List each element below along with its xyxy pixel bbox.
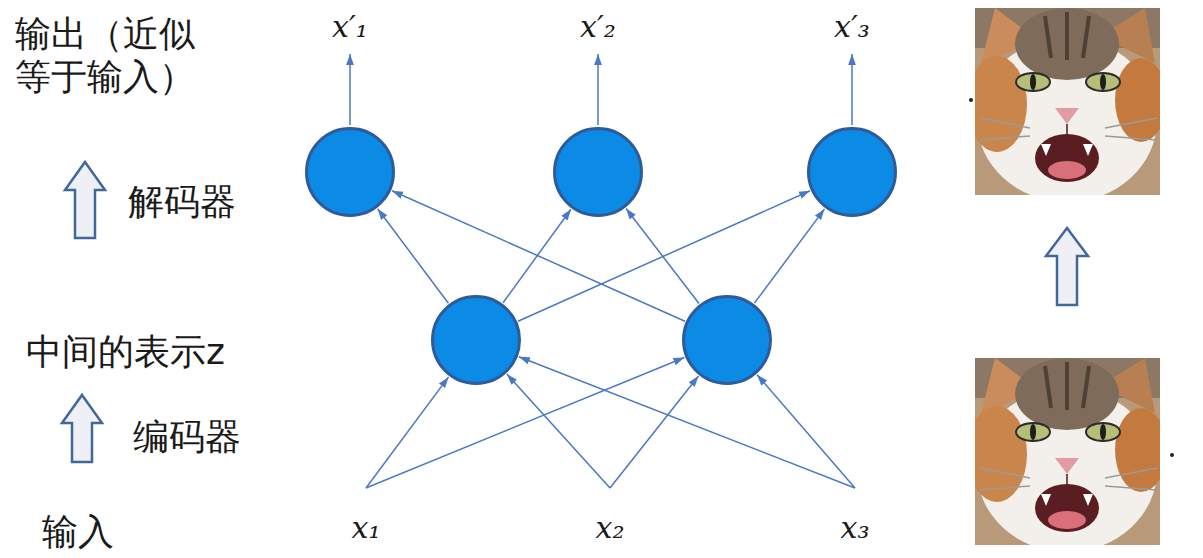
input-variable: x₁ — [352, 510, 381, 546]
up-arrow — [62, 395, 102, 462]
neuron-circle — [682, 295, 772, 385]
output-variable: x′₃ — [834, 9, 870, 45]
connection-arrow — [507, 374, 610, 488]
input-node: x₃ — [841, 488, 870, 546]
input-variable: x₂ — [596, 510, 625, 546]
connection-arrow — [754, 209, 824, 303]
neuron-circle — [431, 295, 521, 385]
connection-arrow — [757, 375, 855, 488]
input-variable: x₃ — [841, 510, 870, 546]
connection-arrow — [626, 208, 699, 303]
input-node: x₂ — [596, 488, 625, 546]
output-neuron: x′₂ — [553, 127, 643, 217]
connection-arrow — [392, 191, 685, 322]
layer-label: 输入 — [42, 510, 114, 553]
neuron-circle — [307, 129, 394, 216]
hidden-neuron — [682, 295, 772, 385]
connection-arrow — [378, 209, 449, 303]
hidden-neuron — [431, 295, 521, 385]
up-arrow — [1046, 228, 1088, 305]
layer-label: 中间的表示z — [26, 330, 225, 373]
connection-arrow — [610, 376, 698, 488]
layer-caption: 输出（近似 等于输入） — [15, 12, 210, 98]
output-variable: x′₂ — [580, 9, 616, 45]
connection-arrow — [366, 357, 684, 488]
neuron-circle — [305, 127, 395, 217]
dot — [969, 98, 973, 102]
output-variable: x′₁ — [332, 9, 368, 45]
cat-image-input — [967, 358, 1167, 552]
output-arrow — [349, 54, 351, 125]
output-neuron: x′₃ — [807, 127, 897, 217]
neuron-circle — [553, 127, 643, 217]
layer-label: 解码器 — [128, 180, 236, 223]
output-arrow — [851, 54, 853, 125]
output-neuron: x′₁ — [305, 127, 395, 217]
neuron-circle — [807, 127, 897, 217]
neuron-circle — [555, 129, 642, 216]
dot — [1170, 453, 1174, 457]
neuron-circle — [433, 297, 520, 384]
up-arrow — [65, 162, 105, 238]
neuron-circle — [684, 297, 771, 384]
neuron-circle — [809, 129, 896, 216]
input-node: x₁ — [352, 488, 381, 546]
connection-arrow — [518, 191, 810, 321]
layer-label: 编码器 — [133, 415, 241, 458]
cat-image-output — [967, 8, 1167, 202]
connection-arrow — [519, 357, 855, 488]
output-arrow — [597, 54, 599, 125]
